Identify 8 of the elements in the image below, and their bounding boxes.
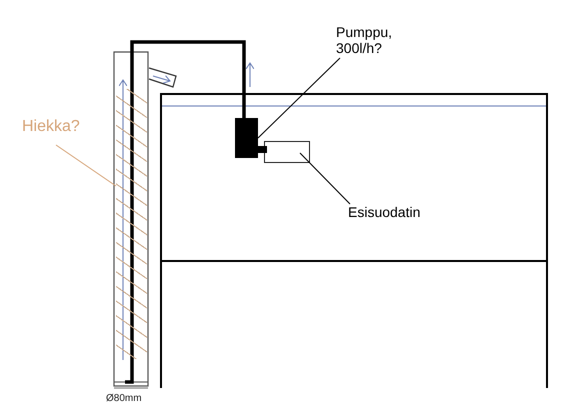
callout-text: Pumppu, 300l/h? [336,24,402,56]
dimension-label: Ø80mm [106,393,142,404]
leader-line [300,152,350,204]
leader-line [56,144,116,186]
callout-text: Esisuodatin [348,204,420,220]
callout-text: Hiekka? [22,118,80,136]
pump-body [235,118,258,158]
prefilter-box [264,141,310,163]
